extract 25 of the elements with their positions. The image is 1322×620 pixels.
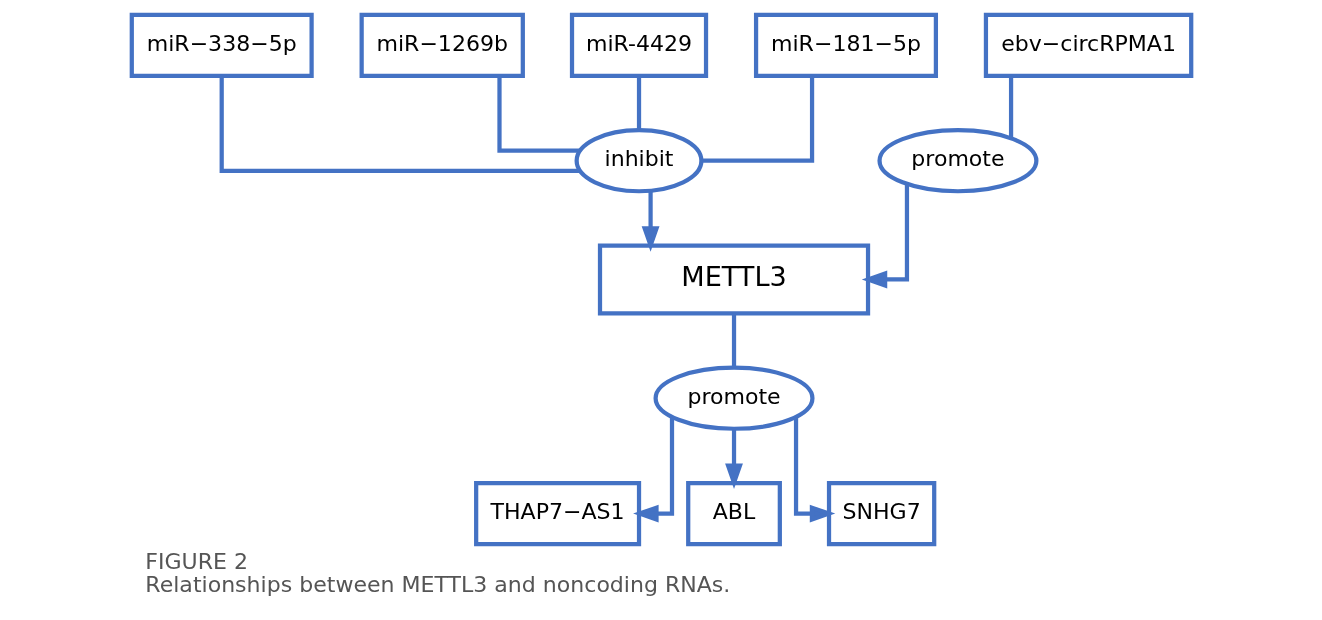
connector — [636, 76, 641, 130]
node-ellipse: promote — [876, 128, 1038, 194]
arrow — [861, 184, 909, 289]
arrow — [632, 417, 674, 523]
caption: Relationships between METTL3 and noncoding RNAs. — [144, 572, 730, 598]
node-box: METTL3 — [597, 243, 870, 316]
node-box: ABL — [685, 480, 782, 547]
node-ellipse: promote — [653, 365, 815, 431]
connector — [731, 313, 736, 368]
node-ellipse: inhibit — [574, 128, 703, 194]
node-box: miR-4429 — [569, 12, 708, 78]
node-box: miR−181−5p — [753, 12, 938, 78]
node-box: miR−1269b — [359, 12, 525, 78]
arrow — [724, 429, 743, 489]
connector — [1008, 76, 1013, 139]
arrow — [641, 191, 659, 252]
arrow — [793, 417, 835, 523]
node-box: ebv−circRPMA1 — [983, 12, 1193, 78]
node-box: THAP7−AS1 — [473, 480, 641, 547]
node-box: SNHG7 — [826, 480, 936, 547]
connector — [219, 76, 580, 173]
diagram-title: FIGURE 2 — [144, 548, 248, 574]
connector — [496, 76, 580, 153]
node-box: miR−338−5p — [129, 12, 314, 78]
connector — [701, 76, 814, 163]
